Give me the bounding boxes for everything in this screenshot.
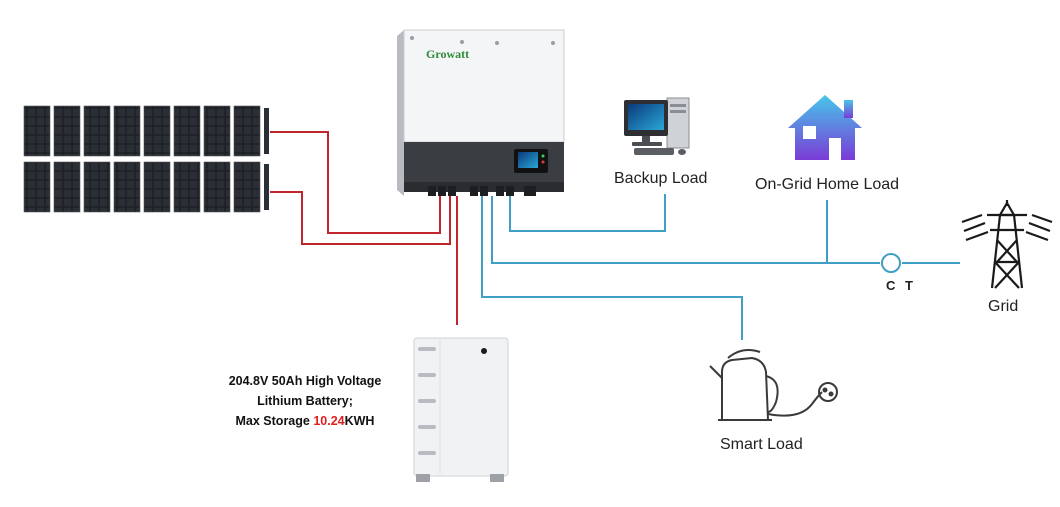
smart-load-wire bbox=[481, 196, 743, 340]
transmission-tower-icon bbox=[961, 200, 1053, 289]
ct-sensor-icon bbox=[881, 253, 901, 273]
battery-caption-line2: Lithium Battery; bbox=[257, 394, 353, 408]
on-grid-home-load-label: On-Grid Home Load bbox=[755, 176, 900, 193]
pv-string-1-wire bbox=[270, 131, 441, 234]
solar-panel-row-bottom bbox=[23, 161, 269, 213]
dc-wiring bbox=[270, 131, 458, 325]
inverter-ports bbox=[428, 186, 536, 196]
ct-label: C T bbox=[886, 278, 916, 293]
max-storage-unit: KWH bbox=[344, 414, 375, 428]
max-storage-value: 10.24 bbox=[313, 414, 345, 428]
battery-caption: 204.8V 50Ah High Voltage Lithium Battery… bbox=[200, 371, 410, 431]
kettle-icon bbox=[709, 349, 838, 421]
solar-panel-row-top bbox=[23, 105, 269, 157]
ac-wiring bbox=[481, 194, 960, 340]
computer-icon bbox=[624, 97, 690, 155]
house-icon bbox=[788, 95, 862, 160]
backup-load-wire bbox=[509, 194, 666, 232]
battery-icon bbox=[413, 337, 509, 482]
inverter bbox=[397, 29, 565, 196]
inverter-display-icon bbox=[514, 149, 548, 173]
smart-load-label: Smart Load bbox=[720, 436, 803, 453]
solar-panel-array bbox=[23, 105, 269, 213]
grid-wire-left bbox=[491, 196, 880, 264]
max-storage-prefix: Max Storage bbox=[235, 414, 314, 428]
inverter-brand-logo: Growatt bbox=[426, 47, 469, 61]
battery-caption-line1: 204.8V 50Ah High Voltage bbox=[228, 374, 382, 388]
battery-caption-line3: Max Storage 10.24KWH bbox=[200, 411, 410, 431]
grid-label: Grid bbox=[988, 298, 1019, 315]
backup-load-label: Backup Load bbox=[614, 170, 708, 187]
pv-string-2-wire bbox=[270, 191, 451, 245]
